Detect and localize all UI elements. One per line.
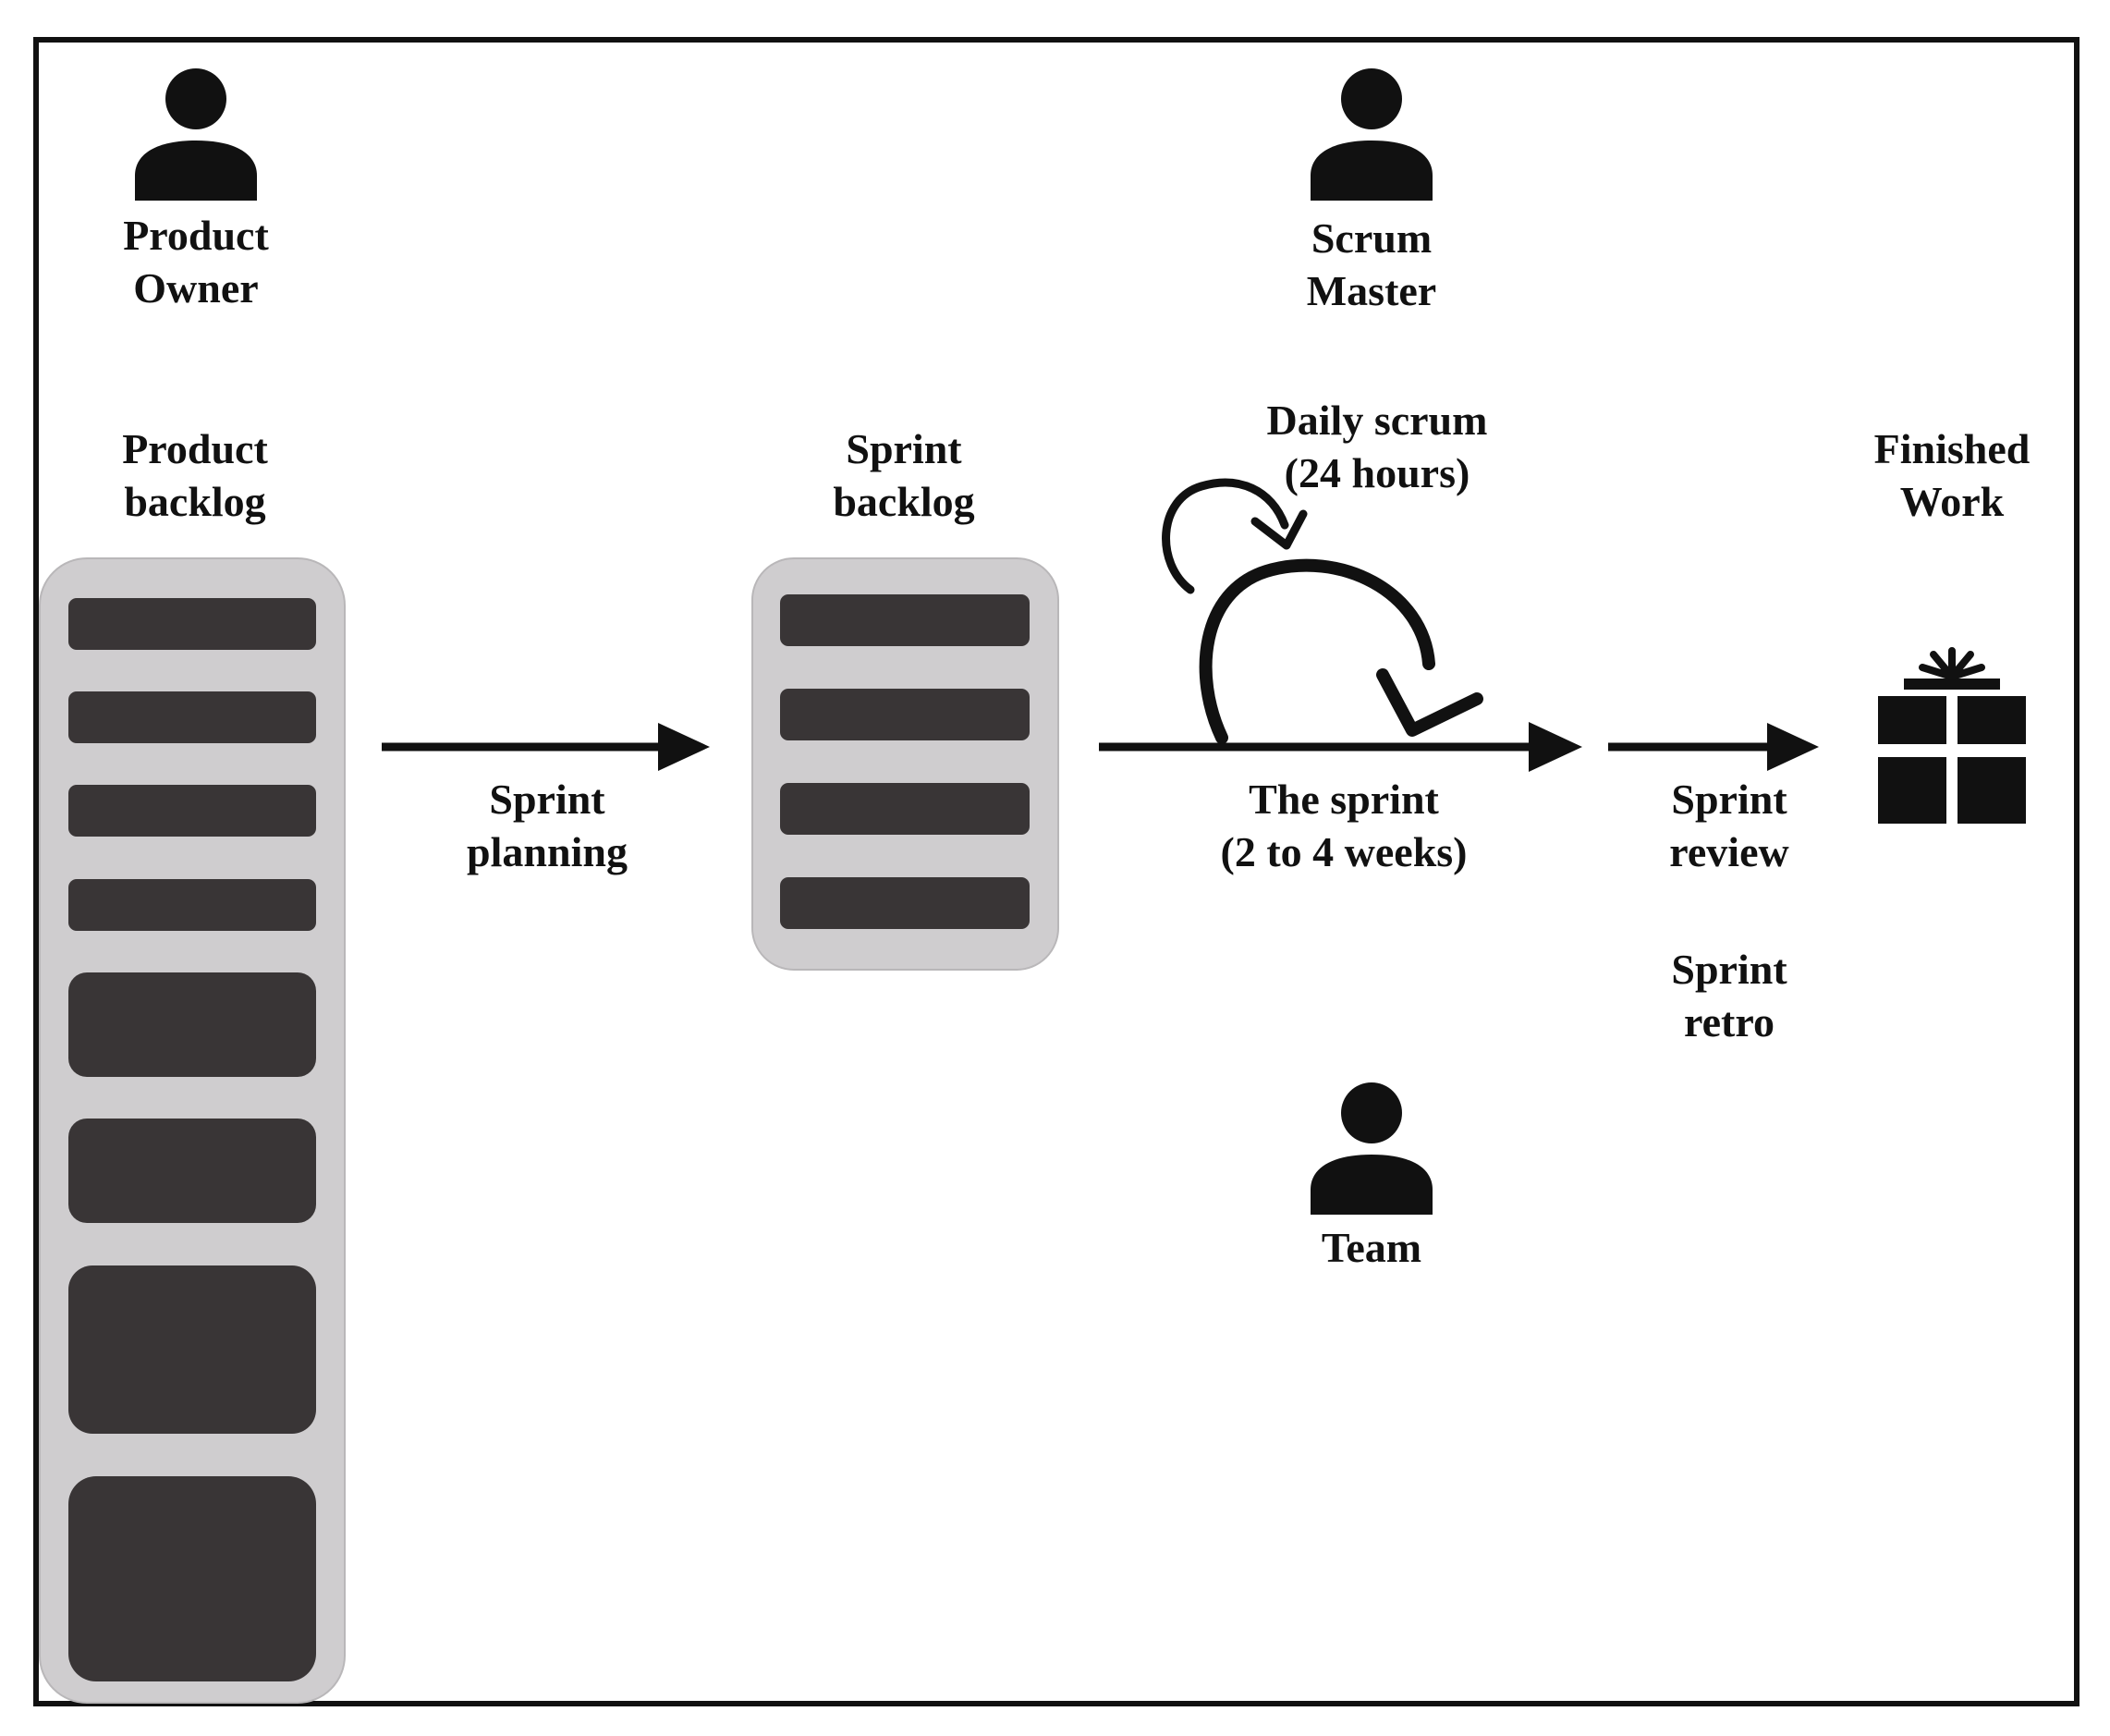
finished-work-label: Finished Work xyxy=(1873,425,2031,525)
backlog-item xyxy=(68,691,316,743)
sprint-retro-label: Sprint retro xyxy=(1671,946,1787,1045)
backlog-item xyxy=(780,783,1030,835)
the-sprint-label: The sprint (2 to 4 weeks) xyxy=(1220,776,1468,875)
sprint-backlog xyxy=(751,557,1059,971)
backlog-item xyxy=(68,972,316,1077)
backlog-item xyxy=(68,785,316,837)
backlog-item xyxy=(780,689,1030,740)
backlog-item xyxy=(68,879,316,931)
backlog-item xyxy=(68,598,316,650)
product-backlog xyxy=(39,557,346,1704)
backlog-item xyxy=(68,1476,316,1681)
product-owner-label: Product Owner xyxy=(123,212,269,312)
scrum-master-label: Scrum Master xyxy=(1306,214,1437,314)
team-label: Team xyxy=(1321,1224,1422,1271)
team-person-icon xyxy=(1311,1082,1433,1215)
sprint-review-label: Sprint review xyxy=(1669,776,1789,875)
daily-scrum-label: Daily scrum (24 hours) xyxy=(1266,397,1488,496)
backlog-item xyxy=(780,877,1030,929)
scrum-master-person-icon xyxy=(1311,68,1433,201)
backlog-item xyxy=(68,1265,316,1434)
backlog-item xyxy=(68,1119,316,1223)
product-backlog-label: Product backlog xyxy=(122,425,268,525)
sprint-backlog-label: Sprint backlog xyxy=(833,425,975,525)
sprint-planning-label: Sprint planning xyxy=(467,776,628,875)
backlog-item xyxy=(780,594,1030,646)
product-owner-person-icon xyxy=(135,68,257,201)
